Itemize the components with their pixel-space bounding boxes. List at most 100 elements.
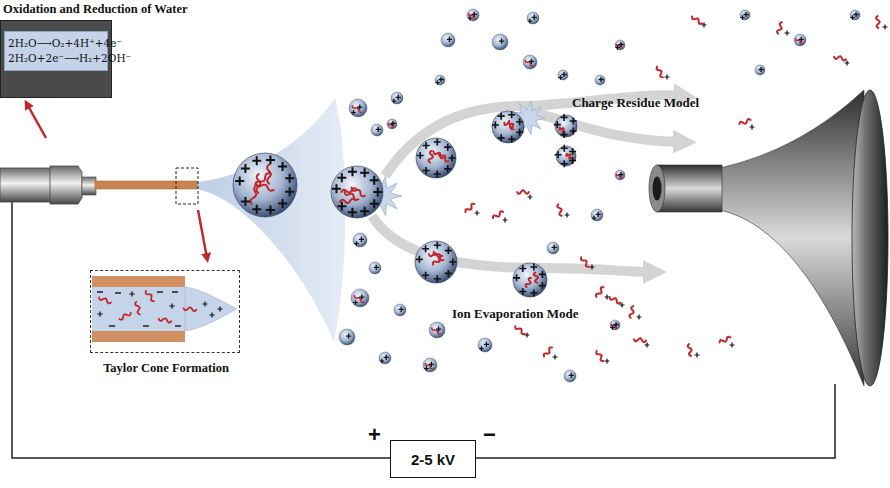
taylor-cone-inset	[92, 276, 237, 342]
small-droplet	[467, 9, 479, 21]
charge-symbol	[143, 325, 149, 326]
charge-symbol	[570, 118, 577, 125]
small-droplet	[429, 322, 445, 338]
capillary-wall	[92, 276, 185, 287]
charge-symbol	[665, 75, 670, 80]
charge-symbol	[570, 127, 577, 134]
small-droplet	[387, 119, 397, 129]
charge-symbol	[530, 263, 537, 270]
charge-symbol	[555, 151, 562, 158]
charge-symbol	[605, 359, 610, 364]
mechanism-label: Ion Evaporation Mode	[452, 306, 578, 322]
small-droplet	[615, 170, 625, 180]
charge-symbol	[278, 162, 287, 171]
charge-symbol	[508, 111, 515, 118]
charge-symbol	[376, 127, 381, 132]
charged-droplet	[415, 241, 457, 283]
charge-symbol	[332, 184, 341, 193]
small-droplet	[850, 10, 860, 20]
charge-symbol	[285, 187, 294, 196]
charged-droplet	[331, 166, 383, 218]
charge-symbol	[561, 160, 568, 167]
charge-symbol	[445, 247, 452, 254]
equation-box: 2H₂O⟶O₂+4H⁺+4e⁻2H₂O+2e⁻⟶H₂+2OH⁻	[4, 31, 108, 71]
charge-symbol	[449, 259, 456, 266]
charge-symbol	[620, 303, 625, 308]
charge-symbol	[618, 42, 623, 47]
charge-symbol	[554, 121, 561, 128]
charge-symbol	[539, 282, 546, 289]
analyte-molecule	[267, 165, 271, 184]
small-droplet	[339, 329, 355, 345]
small-droplet	[794, 34, 806, 46]
charge-symbol	[396, 95, 401, 100]
analyte-molecule	[429, 253, 441, 257]
charge-symbol	[449, 155, 456, 162]
analyte-molecule	[876, 16, 880, 28]
charge-symbol	[169, 303, 174, 308]
charge-symbol	[530, 290, 537, 297]
analyte-molecule	[566, 154, 571, 159]
charge-symbol	[468, 16, 472, 20]
analyte-molecule	[777, 22, 782, 33]
charge-symbol	[359, 295, 364, 300]
charge-symbol	[695, 353, 700, 358]
liquid-channel	[92, 287, 185, 331]
charge-symbol	[845, 61, 850, 66]
inlet-face	[649, 165, 665, 212]
small-droplet	[527, 12, 539, 24]
charged-droplet	[556, 146, 576, 166]
charge-symbol	[370, 176, 379, 185]
circuit-wire	[476, 384, 835, 458]
charge-symbol	[434, 242, 441, 249]
charge-symbol	[399, 307, 404, 312]
charge-symbol	[175, 325, 181, 326]
needle-nut	[50, 166, 82, 204]
charge-symbol	[561, 131, 568, 138]
charge-symbol	[241, 197, 250, 206]
inlet-orifice	[653, 177, 662, 201]
analyte-molecule	[341, 188, 356, 193]
charge-symbol	[172, 291, 178, 292]
flow-arrow	[520, 110, 680, 142]
analyte-molecule	[581, 257, 589, 266]
charge-symbol	[434, 275, 441, 282]
analyte-molecule	[534, 273, 538, 283]
charge-symbol	[422, 245, 429, 252]
charge-symbol	[157, 291, 163, 292]
charge-symbol	[750, 125, 755, 130]
charge-symbol	[883, 25, 888, 30]
charge-symbol	[590, 265, 595, 270]
small-droplet	[391, 92, 403, 104]
small-droplet	[353, 233, 367, 247]
process-box: Oxidation and Reduction of Water2H₂O⟶O₂+…	[0, 20, 112, 98]
charge-symbol	[209, 312, 214, 317]
charge-symbol	[360, 168, 369, 177]
charge-symbol	[475, 211, 480, 216]
charge-symbol	[417, 152, 424, 159]
charge-symbol	[479, 346, 483, 350]
small-droplet	[351, 289, 369, 307]
equation-text: 2H₂O⟶O₂+4H⁺+4e⁻	[8, 36, 104, 51]
charged-droplet	[513, 263, 547, 297]
charge-symbol	[384, 355, 389, 360]
charge-symbol	[235, 176, 244, 185]
charge-symbol	[592, 216, 596, 220]
inlet-flare	[720, 90, 864, 386]
small-droplet	[435, 75, 445, 85]
charge-symbol	[348, 167, 357, 176]
analyte-molecule	[515, 326, 524, 334]
ms-inlet	[649, 90, 888, 386]
analyte-molecule	[720, 337, 731, 343]
analyte-molecule	[544, 347, 552, 356]
inset-frame: Taylor Cone Formation	[90, 270, 240, 353]
charge-symbol	[434, 139, 441, 146]
charge-symbol	[618, 172, 623, 177]
analyte-molecule	[610, 297, 621, 303]
callout-arrow	[27, 104, 46, 138]
charge-symbol	[423, 142, 430, 149]
charge-symbol	[610, 325, 614, 329]
charge-symbol	[354, 241, 358, 245]
